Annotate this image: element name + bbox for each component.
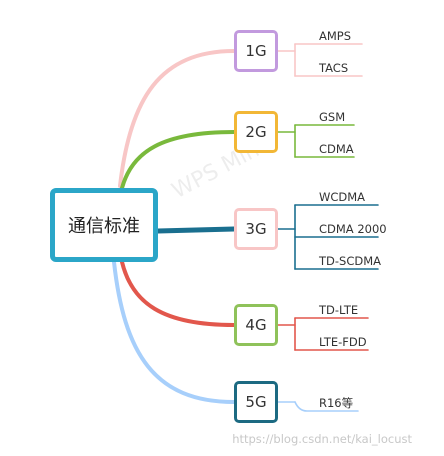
node-label: 1G (245, 42, 267, 60)
leaf-amps[interactable]: AMPS (319, 29, 352, 43)
leaf-cdma2000[interactable]: CDMA 2000 (319, 222, 387, 236)
leaf-underline-5g-0 (294, 401, 359, 412)
source-credit: https://blog.csdn.net/kai_locust (232, 432, 412, 446)
node-3g[interactable]: 3G (234, 208, 278, 250)
branch-link-4g (120, 260, 236, 327)
branch-link-2g (120, 130, 236, 190)
node-label: 4G (245, 316, 267, 334)
node-label: 5G (245, 393, 267, 411)
node-5g[interactable]: 5G (234, 381, 278, 423)
leaf-lte-fdd[interactable]: LTE-FDD (319, 335, 367, 349)
node-1g[interactable]: 1G (234, 30, 278, 72)
branch-link-1g (118, 49, 236, 188)
branch-links (112, 49, 237, 404)
node-4g[interactable]: 4G (234, 304, 278, 346)
leaf-lines (277, 43, 379, 412)
leaf-wcdma[interactable]: WCDMA (319, 190, 366, 204)
leaf-td-lte[interactable]: TD-LTE (319, 303, 359, 317)
node-label: 3G (245, 220, 267, 238)
node-2g[interactable]: 2G (234, 111, 278, 153)
node-label: 2G (245, 123, 267, 141)
branch-link-3g (155, 226, 237, 234)
leaf-gsm[interactable]: GSM (319, 110, 346, 124)
leaf-r16[interactable]: R16等 (319, 396, 354, 410)
leaf-cdma[interactable]: CDMA (319, 142, 354, 156)
leaf-tacs[interactable]: TACS (319, 61, 349, 75)
root-label: 通信标准 (68, 216, 140, 237)
root-node[interactable]: 通信标准 (50, 188, 158, 262)
leaf-td-scdma[interactable]: TD-SCDMA (319, 254, 382, 268)
branch-link-5g (112, 260, 236, 404)
